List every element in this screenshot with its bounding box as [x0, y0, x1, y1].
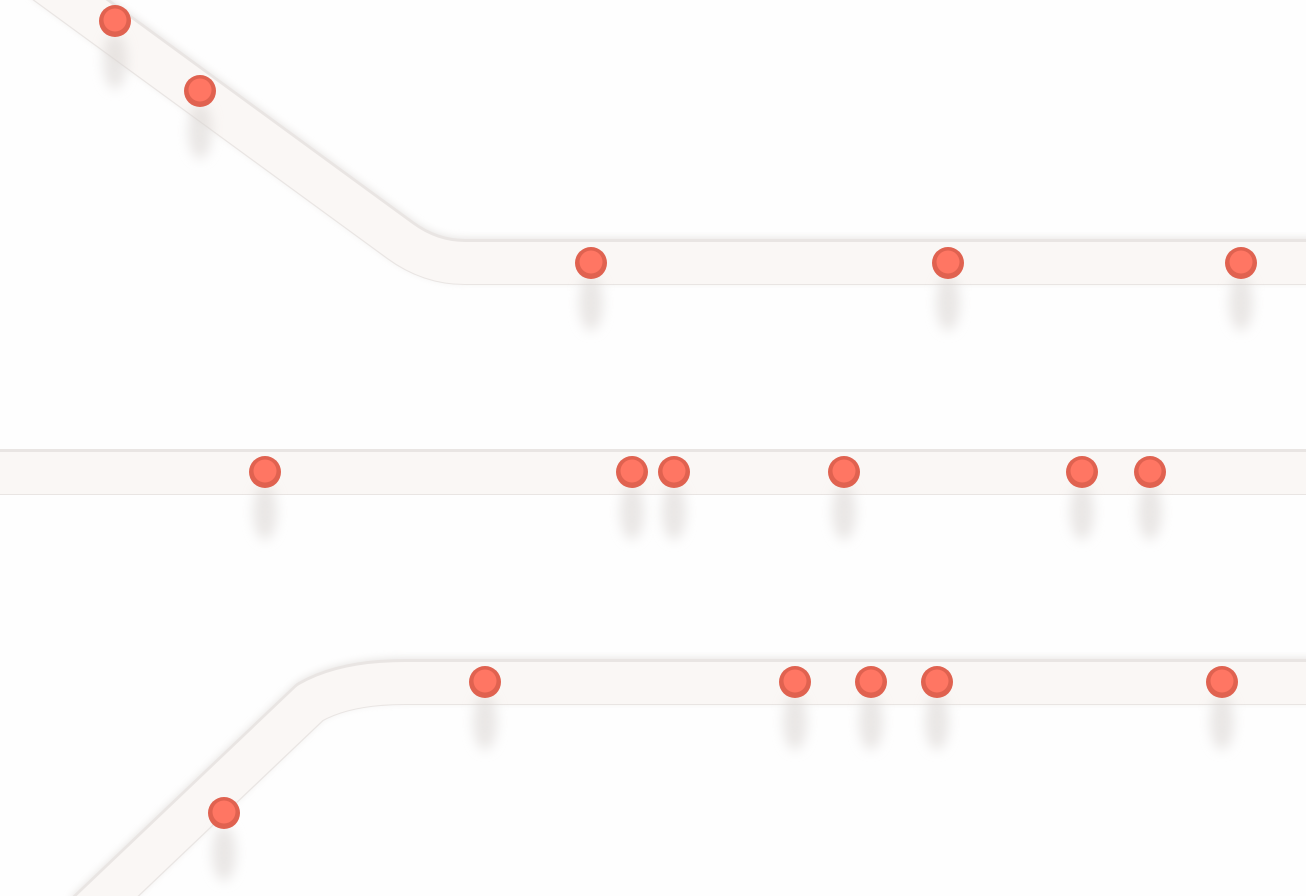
- bead-shadow: [1138, 484, 1162, 540]
- bead-shadow: [1229, 275, 1253, 331]
- bead-core: [188, 78, 212, 102]
- track-middle: [0, 448, 1306, 495]
- bead-shadow: [859, 694, 883, 750]
- bead-core: [925, 669, 949, 693]
- bead-core: [212, 800, 236, 824]
- track-lower: [72, 658, 1306, 896]
- track-upper-bead-1[interactable]: [99, 5, 131, 89]
- bead-shadow: [620, 484, 644, 540]
- track-upper-bead-3[interactable]: [575, 247, 607, 331]
- track-lower-bead-5[interactable]: [921, 666, 953, 750]
- track-lower-surface: [76, 662, 1306, 896]
- track-middle-bead-1[interactable]: [249, 456, 281, 540]
- bead-shadow: [1070, 484, 1094, 540]
- bead-shadow: [1210, 694, 1234, 750]
- track-middle-bead-2[interactable]: [616, 456, 648, 540]
- track-upper-bead-2[interactable]: [184, 75, 216, 159]
- bead-shadow: [212, 825, 236, 881]
- track-lower-bead-6[interactable]: [1206, 666, 1238, 750]
- bead-shadow: [579, 275, 603, 331]
- bead-core: [253, 459, 277, 483]
- track-middle-bead-6[interactable]: [1134, 456, 1166, 540]
- bead-core: [859, 669, 883, 693]
- bead-core: [473, 669, 497, 693]
- bead-shadow: [103, 33, 127, 89]
- bead-core: [662, 459, 686, 483]
- bead-core: [1070, 459, 1094, 483]
- track-lower-bead-4[interactable]: [855, 666, 887, 750]
- bead-shadow: [832, 484, 856, 540]
- bead-layer: [99, 5, 1257, 881]
- bead-core: [936, 250, 960, 274]
- track-middle-bead-5[interactable]: [1066, 456, 1098, 540]
- bead-core: [103, 8, 127, 32]
- track-lower-bead-2[interactable]: [469, 666, 501, 750]
- bead-shadow: [253, 484, 277, 540]
- track-upper: [32, 0, 1306, 285]
- track-upper-bead-5[interactable]: [1225, 247, 1257, 331]
- bead-core: [832, 459, 856, 483]
- track-upper-surface: [34, 0, 1306, 284]
- bead-core: [620, 459, 644, 483]
- track-middle-bead-4[interactable]: [828, 456, 860, 540]
- bead-shadow: [925, 694, 949, 750]
- bead-core: [1138, 459, 1162, 483]
- track-lower-bead-3[interactable]: [779, 666, 811, 750]
- bead-core: [1210, 669, 1234, 693]
- bead-shadow: [473, 694, 497, 750]
- bead-shadow: [783, 694, 807, 750]
- bead-shadow: [936, 275, 960, 331]
- track-upper-bead-4[interactable]: [932, 247, 964, 331]
- track-lower-bead-1[interactable]: [208, 797, 240, 881]
- bead-core: [579, 250, 603, 274]
- bead-core: [1229, 250, 1253, 274]
- bead-core: [783, 669, 807, 693]
- track-middle-bead-3[interactable]: [658, 456, 690, 540]
- bead-shadow: [188, 103, 212, 159]
- bead-shadow: [662, 484, 686, 540]
